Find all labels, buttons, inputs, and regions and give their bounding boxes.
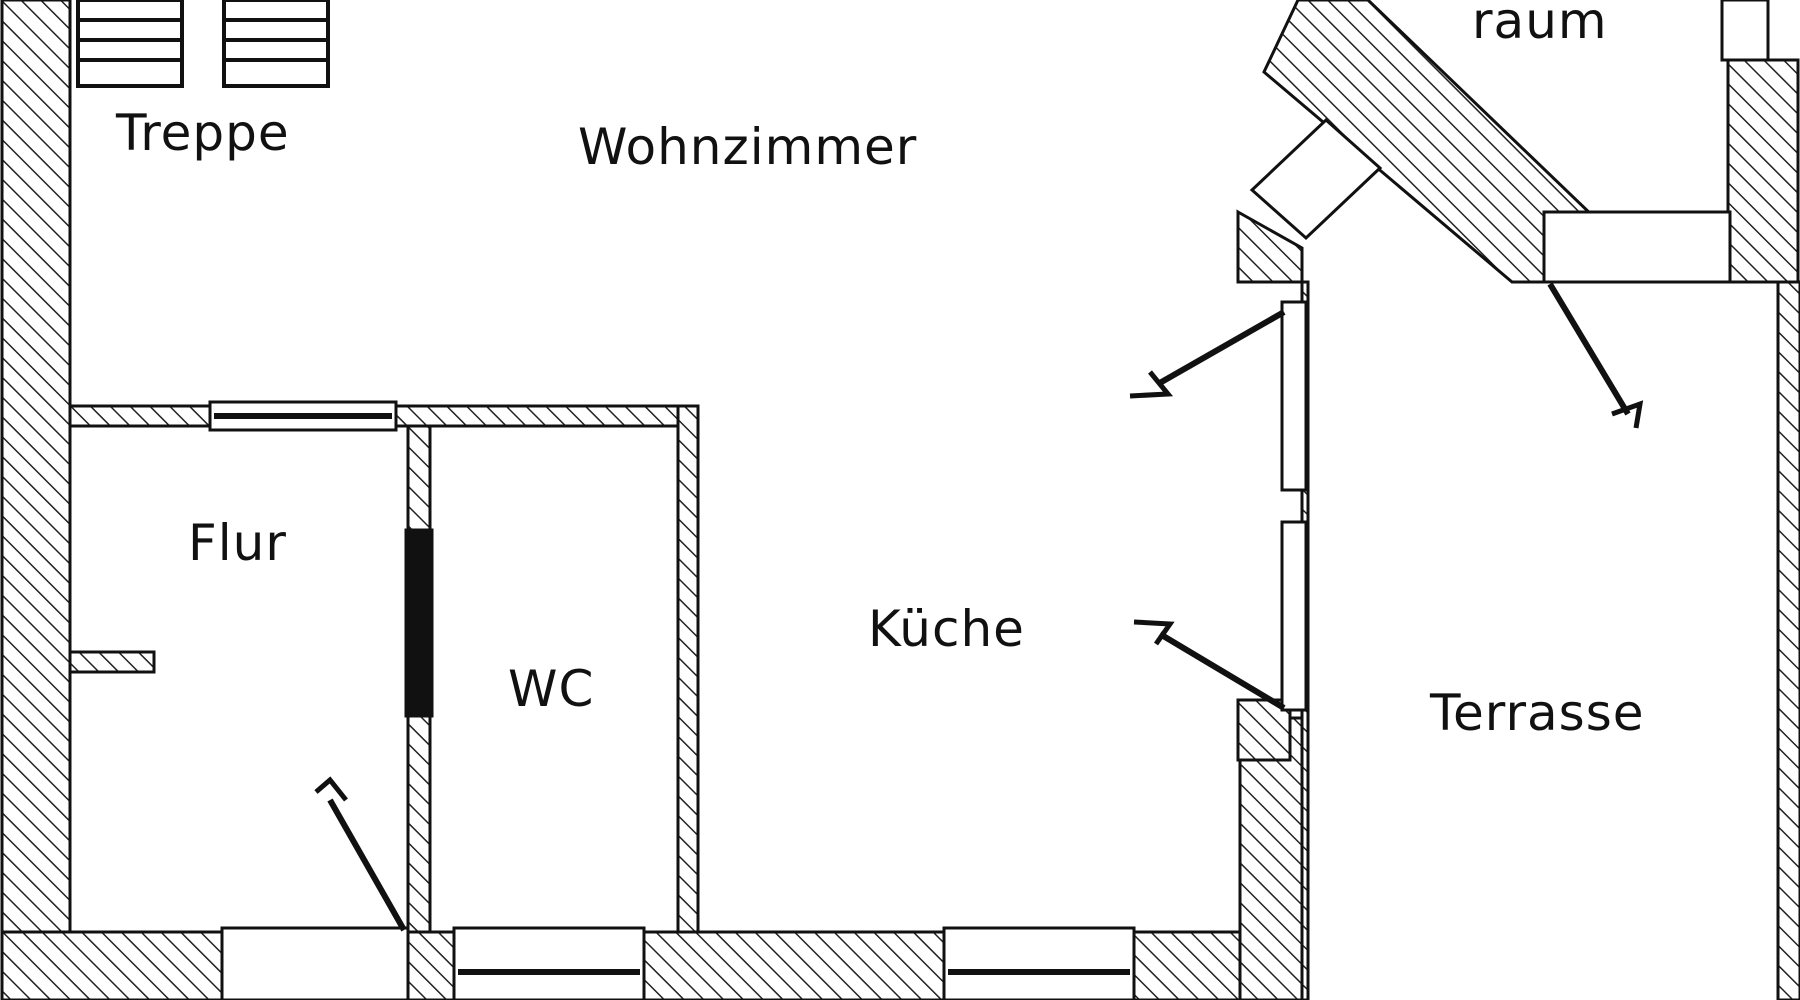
staircase xyxy=(76,0,330,88)
wall-left-outer xyxy=(0,0,72,1000)
wall-terrasse-right xyxy=(1776,280,1800,1000)
opening-bottom-flur xyxy=(220,926,410,1000)
opening-bottom-wc xyxy=(452,926,646,1000)
swing-arrow-terrasse xyxy=(1547,282,1631,416)
opening-raum-bottom xyxy=(1542,210,1732,284)
swing-arrow-kitchen-lower xyxy=(1158,631,1286,711)
label-treppe: Treppe xyxy=(115,104,290,162)
opening-diagonal-window xyxy=(1249,117,1383,241)
label-terrasse: Terrasse xyxy=(1429,684,1645,742)
wall-raum-right xyxy=(1726,58,1800,284)
opening-bottom-kitchen xyxy=(942,926,1136,1000)
door-swings xyxy=(314,282,1644,932)
label-kueche: Küche xyxy=(868,600,1025,658)
opening-raum-top-right xyxy=(1720,0,1770,62)
wall-wc-right xyxy=(676,404,700,934)
door-flur-wc xyxy=(404,528,434,718)
label-raum: raum xyxy=(1472,0,1608,50)
label-wc: WC xyxy=(508,660,594,718)
swing-arrow-flur xyxy=(327,798,407,932)
label-flur: Flur xyxy=(188,514,287,572)
door-kitchen-upper xyxy=(1280,300,1308,492)
door-kitchen-lower xyxy=(1280,520,1308,712)
openings xyxy=(208,0,1770,1000)
wall-flur-stub xyxy=(68,650,156,674)
label-wohnzimmer: Wohnzimmer xyxy=(578,118,917,176)
swing-arrow-kitchen-upper xyxy=(1156,309,1286,387)
